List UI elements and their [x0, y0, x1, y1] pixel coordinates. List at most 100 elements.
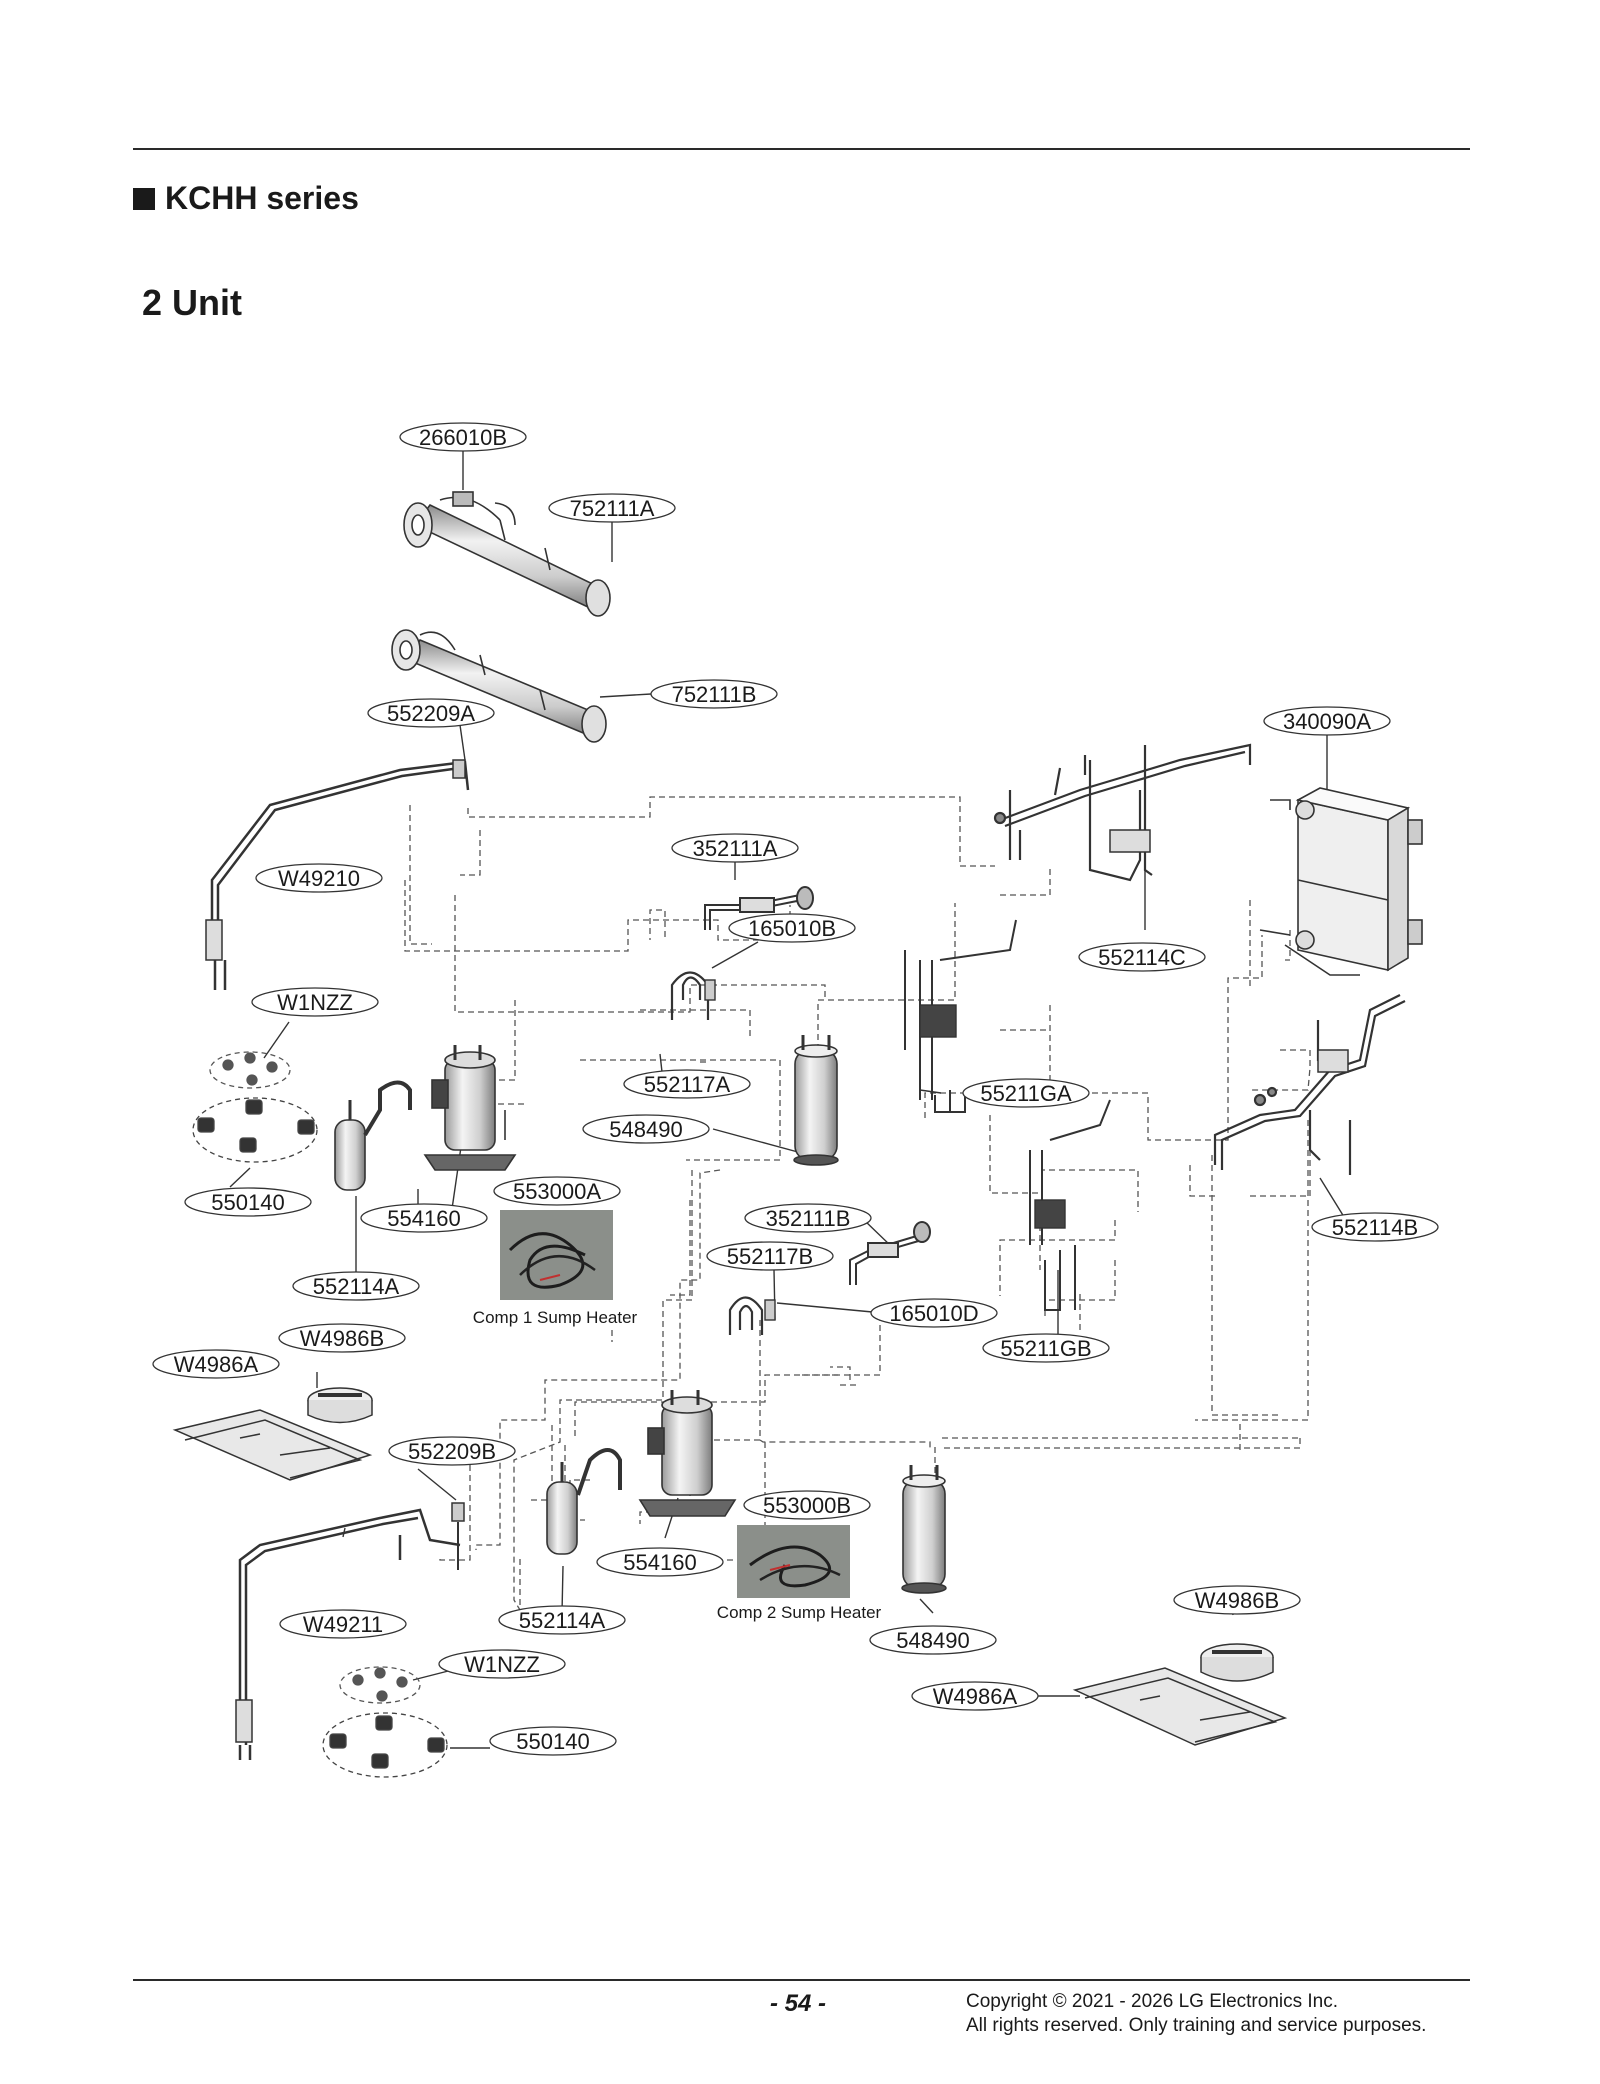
- mounts-W1NZZ-top-drawing: [209, 1051, 291, 1089]
- part-number-label: 165010D: [889, 1301, 978, 1326]
- part-number-label: 55211GB: [1000, 1336, 1091, 1361]
- part-number-label: W4986B: [1195, 1588, 1279, 1613]
- pipe-set-552114B-drawing: [1213, 994, 1406, 1175]
- compressor-554160-bottom-drawing: [638, 1390, 737, 1517]
- part-number-label: 340090A: [1283, 709, 1371, 734]
- part-number-label: W4986B: [300, 1326, 384, 1351]
- part-number-label: 55211GA: [980, 1081, 1072, 1106]
- part-number-label: W1NZZ: [277, 990, 353, 1015]
- accumulator-552114A-bottom-drawing: [546, 1448, 622, 1555]
- series-title-text: KCHH series: [165, 180, 359, 216]
- part-number-label: 553000A: [513, 1179, 601, 1204]
- part-number-label: W4986A: [174, 1352, 259, 1377]
- callout-550140-top: 550140: [184, 1187, 312, 1217]
- callout-165010B: 165010B: [728, 913, 856, 943]
- compressor-554160-top-drawing: [423, 1045, 517, 1171]
- part-number-label: 165010B: [748, 916, 836, 941]
- section-title: KCHH series: [133, 180, 359, 217]
- accumulator-552114A-top-drawing: [334, 1080, 412, 1191]
- part-number-label: 552114C: [1098, 945, 1186, 970]
- callout-548490-top: 548490: [582, 1114, 710, 1144]
- part-number-label: 553000B: [763, 1493, 851, 1518]
- callout-554160-top: 554160: [360, 1203, 488, 1233]
- callout-55211GA: 55211GA: [962, 1078, 1090, 1108]
- callout-55211GB: 55211GB: [982, 1333, 1110, 1363]
- receiver-548490-top-drawing: [793, 1035, 839, 1166]
- callout-552117B: 552117B: [706, 1241, 834, 1271]
- callout-W4986B-top: W4986B: [278, 1323, 406, 1353]
- sump-heater-553000B-photo: [737, 1525, 850, 1598]
- filter-352111A-drawing: [704, 886, 814, 930]
- part-number-label: 554160: [623, 1550, 696, 1575]
- callout-W1NZZ-top: W1NZZ: [251, 987, 379, 1017]
- callout-W1NZZ-bottom: W1NZZ: [438, 1649, 566, 1679]
- cover-W4986B-top-drawing: [307, 1387, 373, 1424]
- callout-752111B: 752111B: [650, 679, 778, 709]
- cover-W4986B-bottom-drawing: [1200, 1643, 1274, 1682]
- callout-165010D: 165010D: [870, 1298, 998, 1328]
- part-number-label: 552114B: [1332, 1215, 1418, 1240]
- part-number-label: W4986A: [933, 1684, 1018, 1709]
- part-number-label: 552209A: [387, 701, 475, 726]
- part-number-label: 554160: [387, 1206, 460, 1231]
- unit-title: 2 Unit: [142, 282, 243, 323]
- callout-552114A-top: 552114A: [292, 1271, 420, 1301]
- callout-552209B: 552209B: [388, 1436, 516, 1466]
- pipe-W49211-drawing: [235, 1508, 461, 1760]
- part-number-label: 548490: [896, 1628, 969, 1653]
- pipe-W49210-drawing: [205, 759, 470, 990]
- callout-W4986A-top: W4986A: [152, 1349, 280, 1379]
- part-number-label: 752111A: [570, 496, 655, 521]
- mounts-550140-top-drawing: [192, 1097, 318, 1163]
- bullet-square-icon: [133, 187, 155, 210]
- callout-W49211: W49211: [279, 1609, 407, 1639]
- part-number-label: 752111B: [672, 682, 757, 707]
- callout-552209A: 552209A: [367, 698, 495, 728]
- part-number-label: 352111A: [693, 836, 778, 861]
- part-number-label: 552209B: [408, 1439, 496, 1464]
- base-plate-W4986A-bottom-drawing: [1072, 1667, 1288, 1746]
- callout-553000A: 553000A: [493, 1176, 621, 1206]
- callout-552114A-bottom: 552114A: [498, 1605, 626, 1635]
- callout-752111A: 752111A: [548, 493, 676, 523]
- comp2-heater-caption: Comp 2 Sump Heater: [717, 1603, 882, 1622]
- part-number-label: 550140: [211, 1190, 284, 1215]
- mounts-W1NZZ-bottom-drawing: [339, 1666, 421, 1704]
- sump-heater-553000A-photo: [500, 1210, 613, 1300]
- part-number-label: 552114A: [313, 1274, 400, 1299]
- callout-552117A: 552117A: [623, 1069, 751, 1099]
- part-number-label: 550140: [516, 1729, 589, 1754]
- base-plate-W4986A-top-drawing: [172, 1409, 373, 1481]
- callout-553000B: 553000B: [743, 1490, 871, 1520]
- comp1-heater-caption: Comp 1 Sump Heater: [473, 1308, 638, 1327]
- copyright-line-1: Copyright © 2021 - 2026 LG Electronics I…: [966, 1991, 1339, 2012]
- pipe-set-552114C-drawing: [993, 743, 1252, 882]
- callout-W4986A-bottom: W4986A: [911, 1681, 1039, 1711]
- valve-assembly-55211GA-drawing: [904, 919, 1017, 1113]
- valve-assembly-55211GB-drawing: [1029, 1099, 1111, 1311]
- callout-552114B: 552114B: [1311, 1212, 1439, 1242]
- callout-550140-bottom: 550140: [489, 1726, 617, 1756]
- heat-exchanger-340090A-drawing: [1259, 787, 1423, 976]
- part-number-label: W1NZZ: [464, 1652, 540, 1677]
- part-number-label: 552117B: [727, 1244, 813, 1269]
- header-rule: [133, 148, 1470, 150]
- footer-rule: [133, 1979, 1470, 1981]
- pipe-assembly-752111A-drawing: [403, 491, 611, 617]
- callout-W4986B-bottom: W4986B: [1173, 1585, 1301, 1615]
- pipe-552117B-drawing: [728, 1296, 776, 1335]
- part-number-label: 552117A: [644, 1072, 731, 1097]
- callout-352111B: 352111B: [744, 1203, 872, 1233]
- valve-552209B-drawing: [451, 1502, 465, 1570]
- pipe-552117A-drawing: [670, 971, 716, 1020]
- copyright-line-2: All rights reserved. Only training and s…: [966, 2015, 1427, 2036]
- mounts-550140-bottom-drawing: [322, 1712, 448, 1778]
- copyright-notice: Copyright © 2021 - 2026 LG Electronics I…: [966, 1990, 1426, 2038]
- part-number-label: W49211: [303, 1612, 383, 1637]
- callout-340090A: 340090A: [1263, 706, 1391, 736]
- callout-W49210: W49210: [255, 863, 383, 893]
- filter-352111B-drawing: [849, 1221, 931, 1285]
- callout-352111A: 352111A: [671, 833, 799, 863]
